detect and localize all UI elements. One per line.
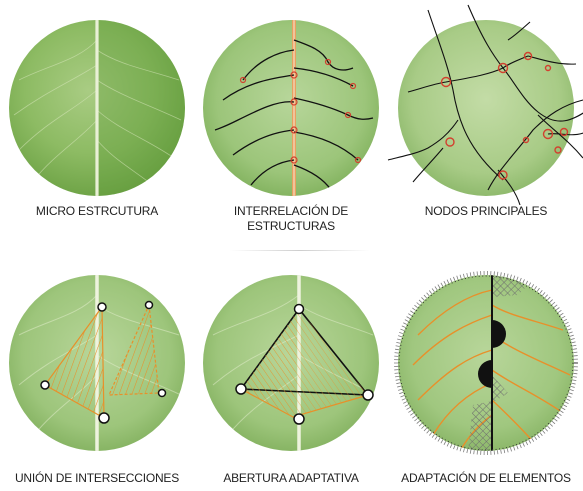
panel-micro-estructura: MICRO ESTRCUTURA [0, 0, 194, 245]
caption: UNIÓN DE INTERSECCIONES [0, 471, 194, 486]
panel-interrelacion: INTERRELACIÓN DE ESTRUCTURAS [194, 0, 388, 245]
leaf-element-adaptation-sketch [398, 275, 574, 451]
leaf-intersection-union-sketch [9, 275, 185, 451]
leaf-micro-structure-image [9, 20, 185, 196]
panel-union-intersecciones: UNIÓN DE INTERSECCIONES [0, 245, 194, 490]
leaf-interrelation-sketch [203, 20, 379, 196]
panel-abertura-adaptativa: ABERTURA ADAPTATIVA [194, 245, 388, 490]
caption: ADAPTACIÓN DE ELEMENTOS [389, 471, 583, 486]
panel-nodos-principales: NODOS PRINCIPALES [389, 0, 583, 245]
caption: NODOS PRINCIPALES [389, 204, 583, 219]
panel-adaptacion-elementos: ADAPTACIÓN DE ELEMENTOS [389, 245, 583, 490]
caption: INTERRELACIÓN DE ESTRUCTURAS [221, 204, 361, 234]
leaf-adaptive-opening-sketch [203, 275, 379, 451]
caption: MICRO ESTRCUTURA [0, 204, 194, 219]
caption: ABERTURA ADAPTATIVA [194, 471, 388, 486]
leaf-main-nodes-sketch [398, 20, 574, 196]
